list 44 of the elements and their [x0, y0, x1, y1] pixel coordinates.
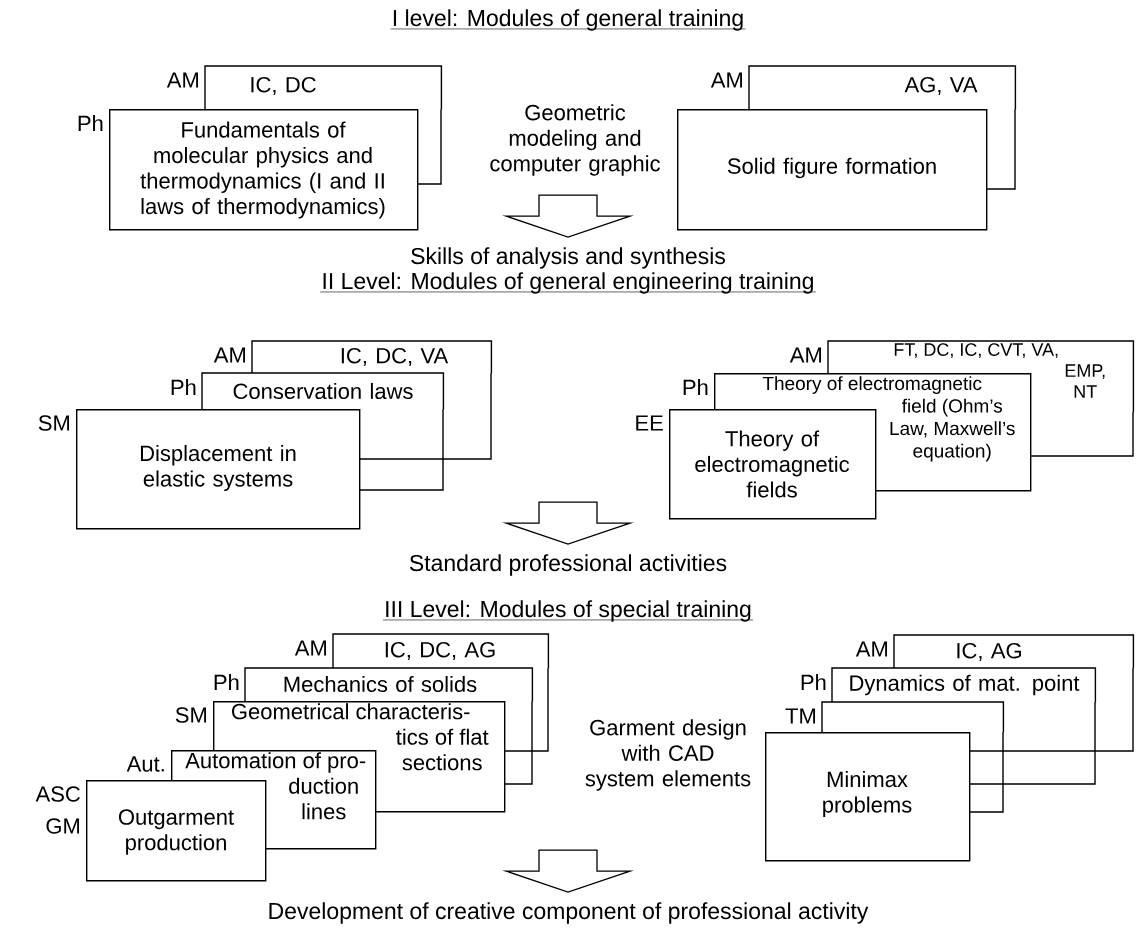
block-arrow	[502, 501, 634, 545]
block-arrow	[502, 849, 634, 893]
abbreviation-label: SM	[175, 707, 206, 723]
abbreviation-label: AM	[855, 641, 887, 657]
abbreviation-label: EE	[636, 415, 663, 431]
card: Outgarment production	[86, 780, 267, 882]
abbreviation-label: Aut.	[126, 756, 164, 772]
abbreviation-label: SM	[38, 415, 69, 431]
abbreviation-label: Ph	[801, 674, 826, 690]
abbreviation-label: ASC	[35, 786, 80, 802]
card: Theory of electromagnetic fields	[669, 409, 877, 520]
abbreviation-label: AM	[789, 347, 821, 363]
card: Mechanics of solids	[244, 667, 534, 703]
abbreviation-label: Ph	[683, 379, 708, 395]
card: IC, DC	[204, 65, 443, 111]
abbreviation-label: TM	[785, 708, 815, 724]
abbreviation-label: Ph	[171, 379, 196, 395]
section-heading: II Level: Modules of general engineering training	[319, 272, 817, 294]
caption-text: Geometric modeling and computer graphic	[490, 104, 660, 176]
abbreviation-label: Ph	[214, 674, 239, 690]
card: IC, AG	[893, 634, 1135, 670]
card: Solid figure formation	[677, 109, 988, 231]
abbreviation-label: AM	[710, 72, 742, 88]
card	[821, 701, 1005, 734]
caption-text: Garment design with CAD system elements	[585, 719, 751, 791]
abbreviation-label: Ph	[78, 115, 103, 131]
card: Conservation laws	[201, 372, 445, 411]
block-arrow	[502, 194, 634, 238]
abbreviation-label: AM	[166, 72, 198, 88]
card: Fundamentals of molecular physics and thermodynamics (I and II laws of thermodynamics)	[109, 109, 419, 231]
abbreviation-label: GM	[46, 818, 79, 834]
abbreviation-label: AM	[294, 640, 326, 656]
outcome-text: Development of creative component of professional activity	[269, 902, 869, 924]
node-label: Mechanics of solids	[284, 675, 477, 693]
section-heading: I level: Modules of general training	[390, 9, 746, 31]
card: IC, DC, VA	[251, 340, 493, 375]
card: IC, DC, AG	[332, 633, 550, 670]
node-label: Conservation laws	[233, 382, 413, 400]
card: AG, VA	[748, 65, 1017, 111]
abbreviation-label: AM	[213, 347, 245, 363]
outcome-text: Standard professional activities	[409, 554, 727, 576]
card: Dynamics of mat. point	[831, 667, 1097, 704]
outcome-text: Skills of analysis and synthesis	[411, 247, 725, 269]
section-heading: III Level: Modules of special training	[382, 600, 754, 622]
